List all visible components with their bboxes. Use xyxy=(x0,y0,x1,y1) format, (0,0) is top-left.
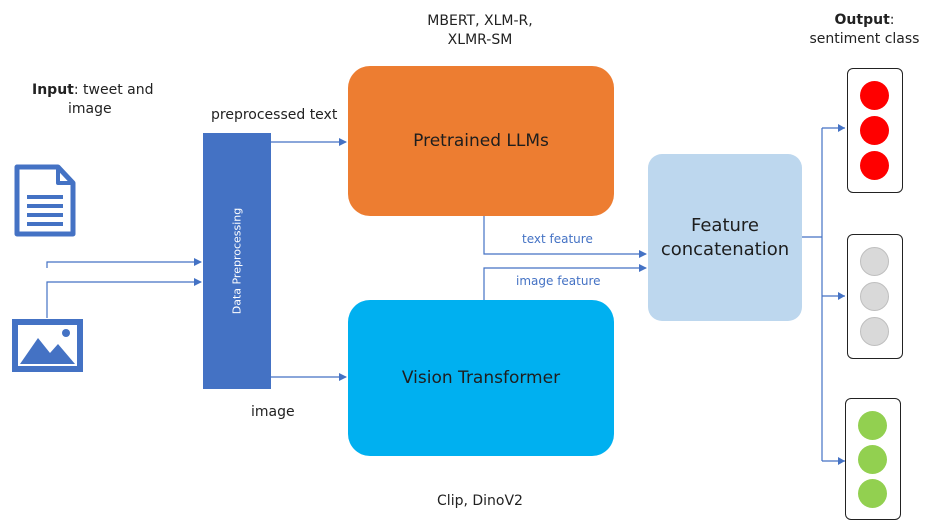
traffic-light-neutral xyxy=(847,234,903,359)
image-icon xyxy=(12,319,83,372)
vision-transformer-label: Vision Transformer xyxy=(401,368,561,388)
arrowhead-gray xyxy=(838,292,845,300)
output-label-line1: Output: xyxy=(800,12,929,29)
arrow-document-to-preprocessing xyxy=(46,258,202,268)
llm-models-line1: MBERT, XLM-R, xyxy=(427,13,533,29)
edge-label-image-feature: image feature xyxy=(516,274,601,288)
green-bulb-icon xyxy=(858,411,887,440)
edge-label-image: image xyxy=(251,404,295,420)
gray-bulb-icon xyxy=(860,317,889,346)
output-label-colon: : xyxy=(889,12,895,28)
arrow-llm-to-feature xyxy=(483,216,647,258)
input-label-bold: Input xyxy=(32,82,74,98)
arrowhead-red xyxy=(838,124,845,132)
green-bulb-icon xyxy=(858,445,887,474)
red-bulb-icon xyxy=(860,151,889,180)
gray-bulb-icon xyxy=(860,282,889,311)
feature-concatenation-line2: concatenation xyxy=(660,238,790,260)
red-bulb-icon xyxy=(860,116,889,145)
input-label-rest: : tweet and xyxy=(73,82,154,98)
traffic-light-positive xyxy=(845,398,901,520)
input-label-line2: image xyxy=(68,101,112,117)
green-bulb-icon xyxy=(858,479,887,508)
edge-label-text-feature: text feature xyxy=(522,232,593,246)
output-label-line2: sentiment class xyxy=(809,31,920,47)
arrowhead-green xyxy=(838,457,845,465)
data-preprocessing-label: Data Preprocessing xyxy=(230,207,244,315)
feature-concatenation-box: Feature concatenation xyxy=(648,154,802,321)
feature-concatenation-line1: Feature xyxy=(690,214,760,236)
llm-models-line2: XLMR-SM xyxy=(447,32,513,48)
arrow-feature-to-lights xyxy=(802,127,845,462)
output-label-bold: Output xyxy=(834,12,890,28)
vision-transformer-box: Vision Transformer xyxy=(348,300,614,456)
pretrained-llms-label: Pretrained LLMs xyxy=(413,131,549,151)
vision-models-label: Clip, DinoV2 xyxy=(437,493,523,509)
pretrained-llms-box: Pretrained LLMs xyxy=(348,66,614,216)
gray-bulb-icon xyxy=(860,247,889,276)
edge-label-preprocessed-text: preprocessed text xyxy=(211,107,338,123)
data-preprocessing-box: Data Preprocessing xyxy=(203,133,271,389)
red-bulb-icon xyxy=(860,81,889,110)
arrow-image-to-preprocessing xyxy=(46,278,202,318)
input-label-line1: Input: tweet and xyxy=(32,82,153,99)
document-icon xyxy=(14,164,76,237)
traffic-light-negative xyxy=(847,68,903,193)
arrow-vit-to-feature xyxy=(483,264,647,300)
